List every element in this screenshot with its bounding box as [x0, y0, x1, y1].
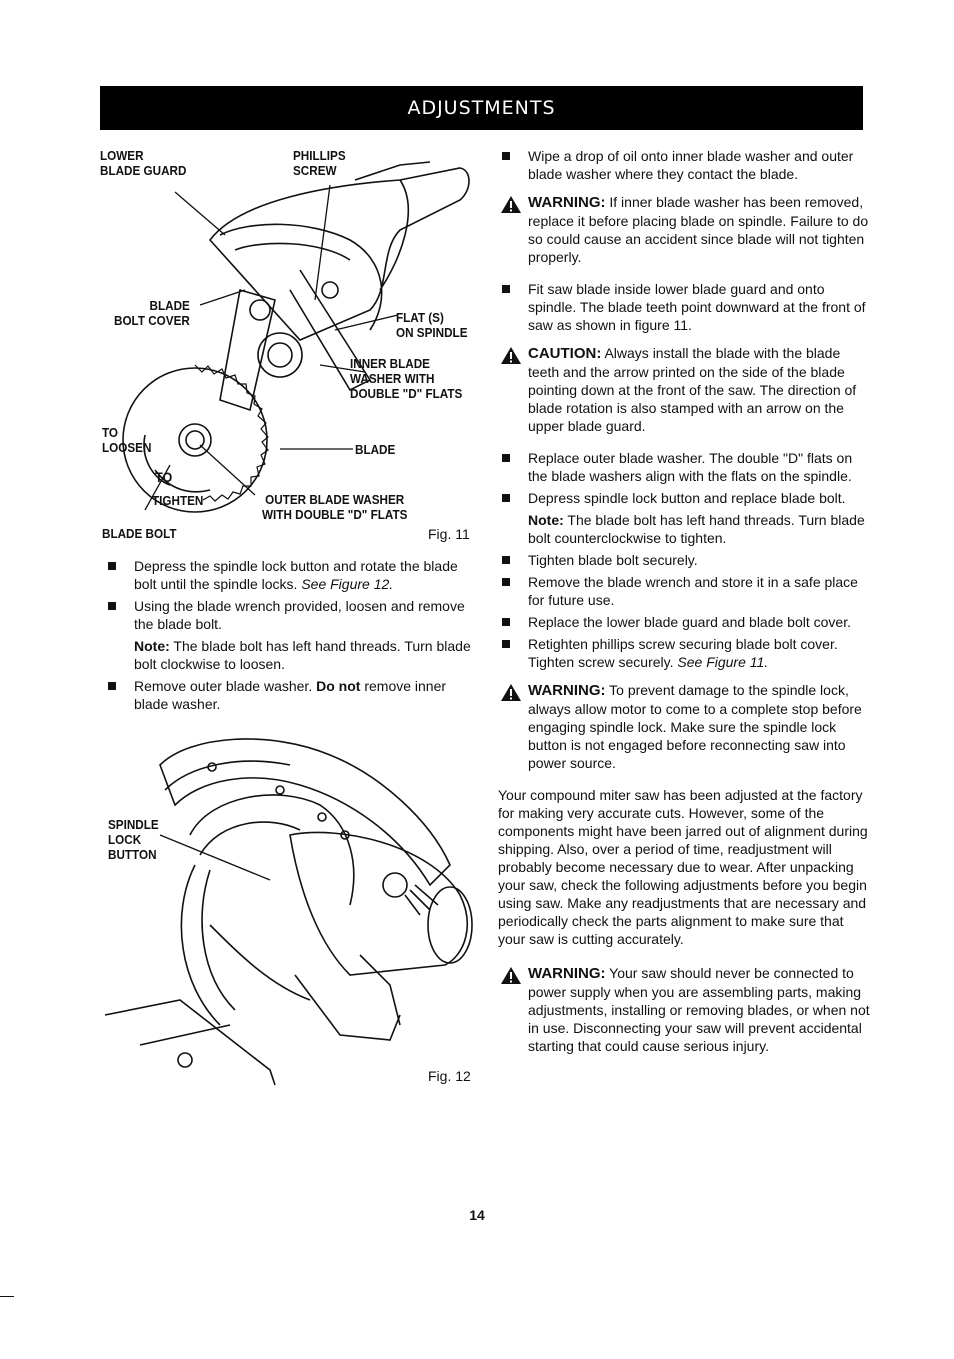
caution-box: CAUTION: Always install the blade with t… [498, 344, 870, 435]
list-item: Tighten blade bolt securely. [498, 551, 870, 569]
label-phillips-screw: PHILLIPS SCREW [293, 148, 346, 178]
label-spindle-lock-button: SPINDLE LOCK BUTTON [108, 817, 159, 862]
label-to-loosen: TO LOOSEN [102, 425, 152, 455]
figure-12-caption: Fig. 12 [428, 1068, 471, 1084]
list-item: Fit saw blade inside lower blade guard a… [498, 280, 870, 334]
warning-triangle-icon [501, 347, 521, 364]
list-item: Remove the blade wrench and store it in … [498, 573, 870, 609]
bullet-icon [502, 285, 510, 293]
label-inner-blade-washer: INNER BLADE WASHER WITH DOUBLE "D" FLATS [350, 356, 463, 401]
blade-assembly-drawing [122, 161, 470, 513]
warning-box: WARNING: If inner blade washer has been … [498, 193, 870, 266]
bullet-icon [502, 618, 510, 626]
section-header: ADJUSTMENTS [100, 86, 863, 130]
list-item: Replace the lower blade guard and blade … [498, 613, 870, 631]
bullet-icon [502, 494, 510, 502]
bullet-icon [502, 556, 510, 564]
list-item: Wipe a drop of oil onto inner blade wash… [498, 147, 870, 183]
page-number: 14 [469, 1207, 485, 1223]
bullet-icon [108, 602, 116, 610]
bullet-icon [502, 454, 510, 462]
label-blade-bolt: BLADE BOLT [102, 526, 177, 541]
bullet-icon [502, 152, 510, 160]
warning-triangle-icon [501, 196, 521, 213]
figure-12: SPINDLE LOCK BUTTON Fig. 12 [100, 725, 480, 1090]
bullet-icon [502, 640, 510, 648]
right-column: Wipe a drop of oil onto inner blade wash… [498, 147, 870, 1069]
label-outer-blade-washer: OUTER BLADE WASHER WITH DOUBLE "D" FLATS [262, 492, 408, 522]
figure-11-caption: Fig. 11 [428, 526, 470, 542]
label-flats-on-spindle: FLAT (S) ON SPINDLE [396, 310, 468, 340]
section-title: ADJUSTMENTS [407, 97, 556, 119]
note: Note: The blade bolt has left hand threa… [134, 638, 471, 672]
list-item: Depress spindle lock button and replace … [498, 489, 870, 507]
label-tighten: TIGHTEN [152, 493, 204, 508]
saw-drawing [104, 738, 473, 1086]
label-blade-bolt-cover: BLADE BOLT COVER [114, 298, 190, 328]
label-blade: BLADE [355, 442, 396, 457]
note: Note: The blade bolt has left hand threa… [528, 512, 865, 546]
warning-triangle-icon [501, 967, 521, 984]
label-lower-blade-guard: LOWER BLADE GUARD [100, 148, 187, 178]
bullet-icon [108, 562, 116, 570]
list-item: Remove outer blade washer. Do not remove… [104, 677, 484, 713]
list-item: Depress the spindle lock button and rota… [104, 557, 484, 593]
list-item: Replace outer blade washer. The double "… [498, 449, 870, 485]
list-item: Retighten phillips screw securing blade … [498, 635, 870, 671]
left-steps: Depress the spindle lock button and rota… [104, 557, 484, 717]
warning-box: WARNING: To prevent damage to the spindl… [498, 681, 870, 772]
intro-paragraph: Your compound miter saw has been adjuste… [498, 787, 868, 947]
bullet-icon [502, 578, 510, 586]
margin-mark [0, 1296, 14, 1297]
warning-box: WARNING: Your saw should never be connec… [498, 964, 870, 1055]
bullet-icon [108, 682, 116, 690]
warning-triangle-icon [501, 684, 521, 701]
figure-11: LOWER BLADE GUARD PHILLIPS SCREW BLADE B… [100, 140, 480, 542]
list-item: Using the blade wrench provided, loosen … [104, 597, 484, 633]
label-to: TO [155, 469, 173, 485]
